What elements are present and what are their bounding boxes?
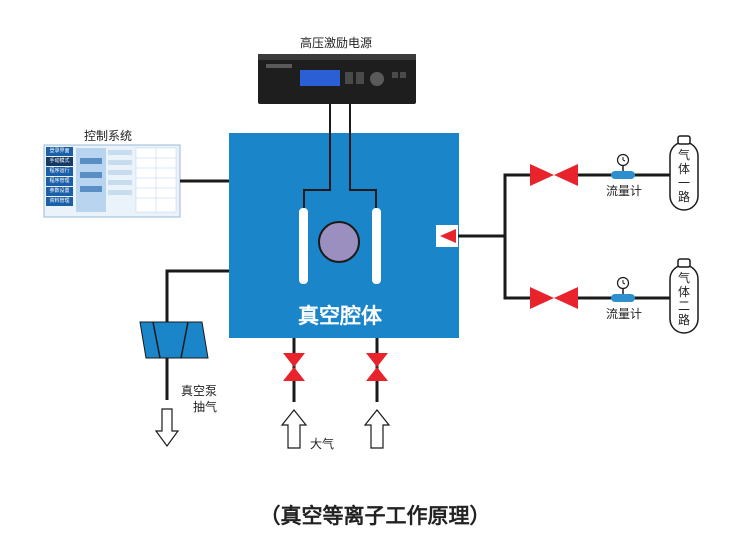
diagram-caption: （真空等离子工作原理） — [259, 504, 491, 528]
control-menu-item: 登录界面 — [46, 147, 73, 156]
pump-pipe-upper — [165, 269, 229, 322]
chamber-label: 真空腔体 — [298, 304, 382, 328]
gas-cylinder-2-label: 气体二路 — [677, 271, 690, 327]
inlet-arrow — [440, 229, 456, 243]
power-wires — [303, 104, 377, 208]
flowmeter-2-label: 流量计 — [606, 307, 643, 321]
vacuum-pump — [139, 321, 209, 359]
gas-cylinder-1-label: 气体一路 — [677, 148, 690, 204]
control-menu-item: 参数设置 — [46, 187, 73, 196]
flowmeter-1-label: 流量计 — [606, 184, 643, 198]
atmosphere-arrow-left — [280, 409, 308, 449]
vacuum-pump-action-label: 抽气 — [193, 400, 218, 414]
sample-disc — [318, 221, 360, 263]
gas-line-1 — [530, 135, 699, 211]
control-menu-item: 程序管理 — [46, 177, 73, 186]
electrode-right — [372, 208, 381, 284]
vacuum-pump-label: 真空泵 — [181, 384, 218, 398]
power-supply-unit — [258, 54, 416, 104]
control-menu-item: 资料管理 — [46, 197, 73, 206]
control-menu-item: 程序运行 — [46, 167, 73, 176]
control-menu-item: 手动模式 — [46, 157, 73, 166]
vent-valve-left — [283, 353, 305, 381]
gas-valve-2 — [530, 287, 554, 309]
gas-valve-1 — [530, 164, 554, 186]
gas-manifold — [458, 173, 530, 300]
flowmeter-1 — [611, 171, 635, 179]
power-supply-label: 高压激励电源 — [300, 36, 373, 50]
atmosphere-label: 大气 — [310, 437, 335, 451]
vent-valve-right — [366, 353, 388, 381]
electrode-left — [299, 208, 308, 284]
gas-line-2 — [530, 258, 699, 334]
flowmeter-2 — [611, 294, 635, 302]
atmosphere-arrow-right — [363, 409, 391, 449]
control-system-label: 控制系统 — [84, 129, 133, 143]
exhaust-arrow — [154, 408, 180, 448]
